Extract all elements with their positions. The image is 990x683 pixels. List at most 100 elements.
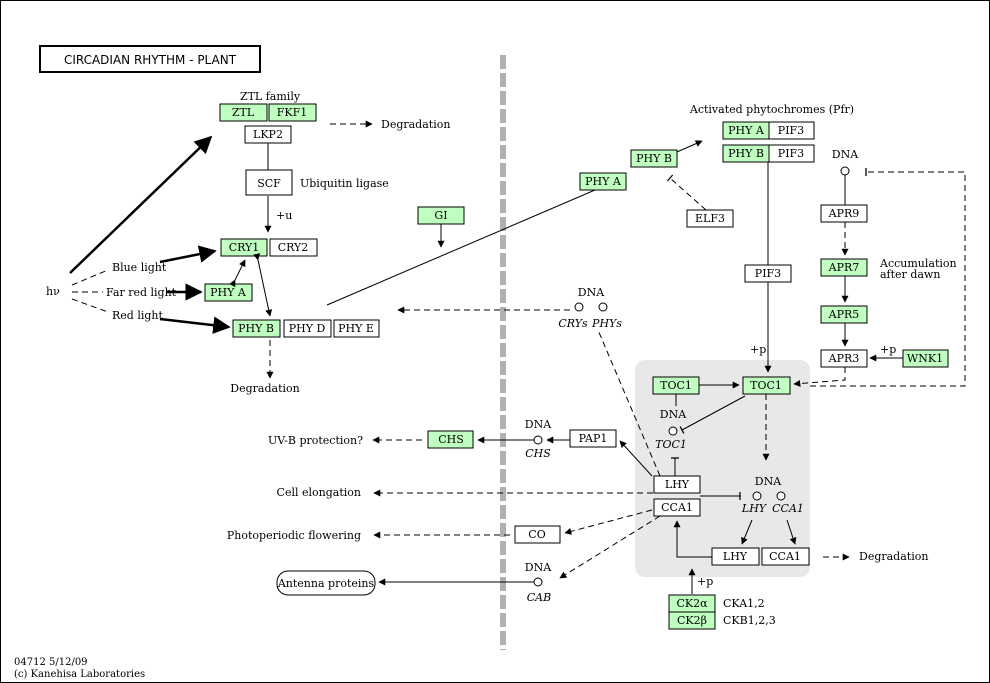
gene-apr7[interactable]: APR7 [820,258,868,277]
svg-text:LKP2: LKP2 [253,128,283,141]
ckb-label: CKB1,2,3 [723,614,776,627]
dna-lhy-label: DNA [755,475,782,488]
edge-elf3-inhibit [666,174,707,211]
svg-text:GI: GI [434,209,447,222]
edge-apr3-toc1 [793,367,846,387]
svg-text:CCA1: CCA1 [661,501,693,514]
plus-p-wnk-label: +p [880,343,896,356]
gene-scf[interactable]: SCF [245,169,293,196]
gene-ck2a[interactable]: CK2α [668,594,716,613]
svg-text:PHY A: PHY A [585,175,622,188]
accumulation-label: Accumulation [879,257,957,270]
gene-cry2[interactable]: CRY2 [269,238,318,257]
svg-text:PIF3: PIF3 [755,267,781,280]
gene-lhy-b[interactable]: LHY [711,547,760,566]
dna-apr-node [840,166,850,176]
gene-lkp2[interactable]: LKP2 [244,125,292,144]
svg-text:PHY E: PHY E [338,322,374,335]
svg-text:TOC1: TOC1 [660,379,692,392]
svg-text:CHS: CHS [438,433,464,446]
gene-phyd[interactable]: PHY D [283,319,332,338]
dna-cab-node [533,577,543,587]
gene-ck2b[interactable]: CK2β [668,611,716,630]
gene-toc1-a[interactable]: TOC1 [652,376,700,395]
gene-lhy[interactable]: LHY [653,475,701,494]
gene-apr3[interactable]: APR3 [820,349,868,368]
edge-red-phyb [159,316,231,334]
svg-text:PHY A: PHY A [728,124,765,137]
gene-wnk1[interactable]: WNK1 [902,349,949,368]
gene-apr5[interactable]: APR5 [820,305,868,324]
svg-text:CO: CO [528,528,545,541]
svg-text:PIF3: PIF3 [778,147,804,160]
edge-hv-ztl [69,135,213,274]
gene-co[interactable]: CO [514,525,561,544]
gene-phya-pfr[interactable]: PHY A [722,121,770,140]
edge-dna-cca1-b [786,519,797,545]
gene-phyb-mid[interactable]: PHY B [630,149,678,168]
edge-cry1-phya [229,259,246,288]
degradation-mid-label: Degradation [230,382,299,395]
gene-phyb-left[interactable]: PHY B [232,319,281,338]
edge-hv-red [71,298,109,313]
edge-cca1-co [564,509,653,535]
gene-cry1[interactable]: CRY1 [220,238,268,257]
crys-gene-label: CRYs [558,317,588,330]
dna-lhy-node [752,491,762,501]
gene-phya-left[interactable]: PHY A [204,283,253,302]
svg-text:FKF1: FKF1 [277,106,307,119]
edge-toc1-dna-feedback [810,168,966,387]
degradation-top-label: Degradation [381,118,450,131]
title-box [39,45,261,73]
plus-u-label: +u [276,209,292,222]
svg-text:PHY B: PHY B [636,152,672,165]
antenna-proteins-label: Antenna proteins [277,577,375,590]
svg-text:ZTL: ZTL [232,106,255,119]
edge-phyb-pfr [676,140,703,153]
cell-elongation-label: Cell elongation [277,486,361,499]
plus-p-pif-label: +p [750,343,766,356]
page-title: CIRCADIAN RHYTHM - PLANT [64,53,237,67]
gene-pif3-b[interactable]: PIF3 [768,144,815,163]
gene-apr9[interactable]: APR9 [820,204,868,223]
gene-toc1-b[interactable]: TOC1 [742,376,791,395]
gene-fkf1[interactable]: FKF1 [268,103,317,122]
gene-cca1-b[interactable]: CCA1 [761,547,810,566]
ztl-family-label: ZTL family [240,90,301,103]
svg-text:PHY B: PHY B [728,147,764,160]
svg-text:CCA1: CCA1 [769,550,801,563]
svg-text:CRY2: CRY2 [278,241,309,254]
phys-gene-label: PHYs [591,317,622,330]
svg-text:ELF3: ELF3 [695,212,725,225]
gene-pap1[interactable]: PAP1 [569,429,617,448]
gene-cca1[interactable]: CCA1 [653,498,701,517]
degradation-right-label: Degradation [859,550,928,563]
gene-phye[interactable]: PHY E [333,319,380,338]
ubiquitin-ligase-label: Ubiquitin ligase [300,177,389,190]
gene-ztl[interactable]: ZTL [219,103,268,122]
cka-label: CKA1,2 [723,597,765,610]
after-dawn-label: after dawn [880,268,940,281]
edge-cry1-phyb [253,253,273,317]
gene-pif3[interactable]: PIF3 [744,264,792,283]
hv-label: hν [46,285,60,298]
dna-cca1-node [776,491,786,501]
svg-text:PHY D: PHY D [289,322,326,335]
edge-lhy-phys [597,329,661,477]
gene-phya-mid[interactable]: PHY A [579,172,627,191]
svg-text:SCF: SCF [257,177,281,190]
cca1-gene-label: CCA1 [772,502,804,515]
gene-elf3[interactable]: ELF3 [686,209,734,228]
gene-pif3-a[interactable]: PIF3 [768,121,815,140]
gene-chs[interactable]: CHS [427,430,474,449]
gene-phyb-pfr[interactable]: PHY B [722,144,770,163]
edge-lhy-pap1 [619,440,653,477]
svg-text:CK2α: CK2α [676,597,708,610]
chs-gene-label: CHS [525,447,551,460]
antenna-proteins-box[interactable] [276,570,376,596]
gene-gi[interactable]: GI [417,206,465,225]
footer-id-date: 04712 5/12/09 [14,657,88,668]
svg-text:APR9: APR9 [828,207,860,220]
